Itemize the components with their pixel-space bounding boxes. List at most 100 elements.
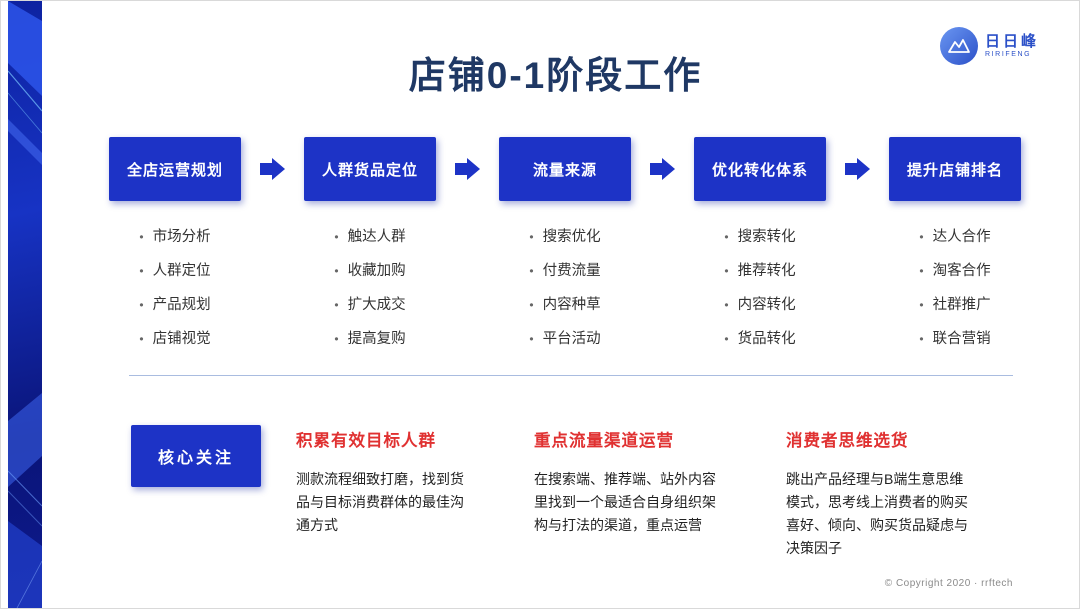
- focus-section-3: 消费者思维选货 跳出产品经理与B端生意思维模式，思考线上消费者的购买喜好、倾向、…: [786, 427, 968, 560]
- decorative-left-band: [8, 1, 42, 608]
- mountain-logo-icon: [939, 27, 978, 65]
- list-item-label: 扩大成交: [347, 297, 406, 313]
- flow-step-list: • 达人合作 • 淘客合作 • 社群推广 • 联合营销: [919, 225, 990, 348]
- focus-section-1: 积累有效目标人群 测款流程细致打磨，找到货品与目标消费群体的最佳沟通方式: [296, 427, 476, 537]
- arrow-right-icon: [631, 158, 694, 180]
- list-item-label: 内容转化: [737, 297, 796, 313]
- list-item: • 付费流量: [529, 259, 600, 280]
- flow-column-2: 人群货品定位 • 触达人群 • 收藏加购 • 扩大成交 • 提高复购: [304, 137, 436, 361]
- flow-step-header: 提升店铺排名: [889, 137, 1021, 201]
- list-item: • 达人合作: [919, 225, 990, 246]
- list-item-label: 搜索转化: [737, 229, 796, 245]
- flow-step-header: 流量来源: [499, 137, 631, 201]
- flow-step-header: 全店运营规划: [109, 137, 241, 201]
- list-item-label: 搜索优化: [542, 229, 601, 245]
- bullet-icon: •: [529, 298, 534, 312]
- flow-step-header: 人群货品定位: [304, 137, 436, 201]
- flow-step-list: • 搜索转化 • 推荐转化 • 内容转化 • 货品转化: [724, 225, 795, 348]
- logo-text: 日日峰 RIRIFENG: [985, 33, 1039, 58]
- bullet-icon: •: [919, 264, 924, 278]
- list-item: • 内容转化: [724, 293, 795, 314]
- list-item-label: 产品规划: [152, 297, 211, 313]
- divider: [129, 375, 1013, 376]
- bullet-icon: •: [139, 298, 144, 312]
- flow-column-1: 全店运营规划 • 市场分析 • 人群定位 • 产品规划 • 店铺视觉: [109, 137, 241, 361]
- bullet-icon: •: [724, 332, 729, 346]
- list-item-label: 平台活动: [542, 331, 601, 347]
- list-item-label: 人群定位: [152, 263, 211, 279]
- bullet-icon: •: [724, 264, 729, 278]
- list-item: • 内容种草: [529, 293, 600, 314]
- list-item-label: 联合营销: [932, 331, 991, 347]
- focus-body: 跳出产品经理与B端生意思维模式，思考线上消费者的购买喜好、倾向、购买货品疑虑与决…: [786, 471, 968, 557]
- focus-body: 测款流程细致打磨，找到货品与目标消费群体的最佳沟通方式: [296, 471, 464, 534]
- bullet-icon: •: [529, 230, 534, 244]
- arrow-right-icon: [826, 158, 889, 180]
- arrow-right-icon: [241, 158, 304, 180]
- list-item-label: 内容种草: [542, 297, 601, 313]
- logo-name: 日日峰: [984, 33, 1039, 51]
- bullet-icon: •: [139, 332, 144, 346]
- copyright: © Copyright 2020 · rrftech: [884, 578, 1013, 589]
- list-item-label: 推荐转化: [737, 263, 796, 279]
- bullet-icon: •: [139, 230, 144, 244]
- list-item: • 平台活动: [529, 327, 600, 348]
- logo-subtitle: RIRIFENG: [984, 50, 1032, 58]
- list-item: • 社群推广: [919, 293, 990, 314]
- bullet-icon: •: [529, 264, 534, 278]
- bullet-icon: •: [139, 264, 144, 278]
- list-item: • 产品规划: [139, 293, 210, 314]
- list-item: • 搜索优化: [529, 225, 600, 246]
- list-item-label: 收藏加购: [347, 263, 406, 279]
- list-item: • 提高复购: [334, 327, 405, 348]
- list-item-label: 达人合作: [932, 229, 991, 245]
- flow-step-list: • 搜索优化 • 付费流量 • 内容种草 • 平台活动: [529, 225, 600, 348]
- list-item: • 搜索转化: [724, 225, 795, 246]
- focus-section-2: 重点流量渠道运营 在搜索端、推荐端、站外内容里找到一个最适合自身组织架构与打法的…: [534, 427, 716, 537]
- flow-step-list: • 触达人群 • 收藏加购 • 扩大成交 • 提高复购: [334, 225, 405, 348]
- bullet-icon: •: [919, 298, 924, 312]
- list-item: • 触达人群: [334, 225, 405, 246]
- list-item-label: 社群推广: [932, 297, 991, 313]
- list-item: • 人群定位: [139, 259, 210, 280]
- list-item: • 市场分析: [139, 225, 210, 246]
- flow-step-list: • 市场分析 • 人群定位 • 产品规划 • 店铺视觉: [139, 225, 210, 348]
- list-item: • 淘客合作: [919, 259, 990, 280]
- list-item: • 扩大成交: [334, 293, 405, 314]
- bullet-icon: •: [919, 230, 924, 244]
- list-item: • 联合营销: [919, 327, 990, 348]
- bullet-icon: •: [334, 332, 339, 346]
- band-pattern: [8, 1, 42, 608]
- list-item-label: 店铺视觉: [152, 331, 211, 347]
- bullet-icon: •: [334, 230, 339, 244]
- focus-heading: 重点流量渠道运营: [534, 432, 674, 450]
- list-item-label: 货品转化: [737, 331, 796, 347]
- flow-column-5: 提升店铺排名 • 达人合作 • 淘客合作 • 社群推广 • 联合营销: [889, 137, 1021, 361]
- focus-body: 在搜索端、推荐端、站外内容里找到一个最适合自身组织架构与打法的渠道，重点运营: [534, 471, 716, 534]
- core-focus-label: 核心关注: [131, 425, 261, 487]
- list-item: • 推荐转化: [724, 259, 795, 280]
- flow-step-header: 优化转化体系: [694, 137, 826, 201]
- bullet-icon: •: [919, 332, 924, 346]
- arrow-right-icon: [436, 158, 499, 180]
- flow-row: 全店运营规划 • 市场分析 • 人群定位 • 产品规划 • 店铺视觉 人群货品定位 • 触…: [109, 137, 1021, 361]
- flow-column-4: 优化转化体系 • 搜索转化 • 推荐转化 • 内容转化 • 货品转化: [694, 137, 826, 361]
- page-title: 店铺0-1阶段工作: [408, 55, 703, 96]
- bullet-icon: •: [724, 298, 729, 312]
- list-item: • 货品转化: [724, 327, 795, 348]
- list-item-label: 提高复购: [347, 331, 406, 347]
- bullet-icon: •: [334, 264, 339, 278]
- bullet-icon: •: [529, 332, 534, 346]
- list-item-label: 触达人群: [347, 229, 406, 245]
- bullet-icon: •: [724, 230, 729, 244]
- focus-heading: 积累有效目标人群: [296, 432, 436, 450]
- list-item-label: 付费流量: [542, 263, 601, 279]
- list-item: • 店铺视觉: [139, 327, 210, 348]
- logo: 日日峰 RIRIFENG: [939, 27, 1039, 65]
- focus-heading: 消费者思维选货: [786, 432, 909, 450]
- bullet-icon: •: [334, 298, 339, 312]
- list-item-label: 市场分析: [152, 229, 211, 245]
- list-item-label: 淘客合作: [932, 263, 991, 279]
- flow-column-3: 流量来源 • 搜索优化 • 付费流量 • 内容种草 • 平台活动: [499, 137, 631, 361]
